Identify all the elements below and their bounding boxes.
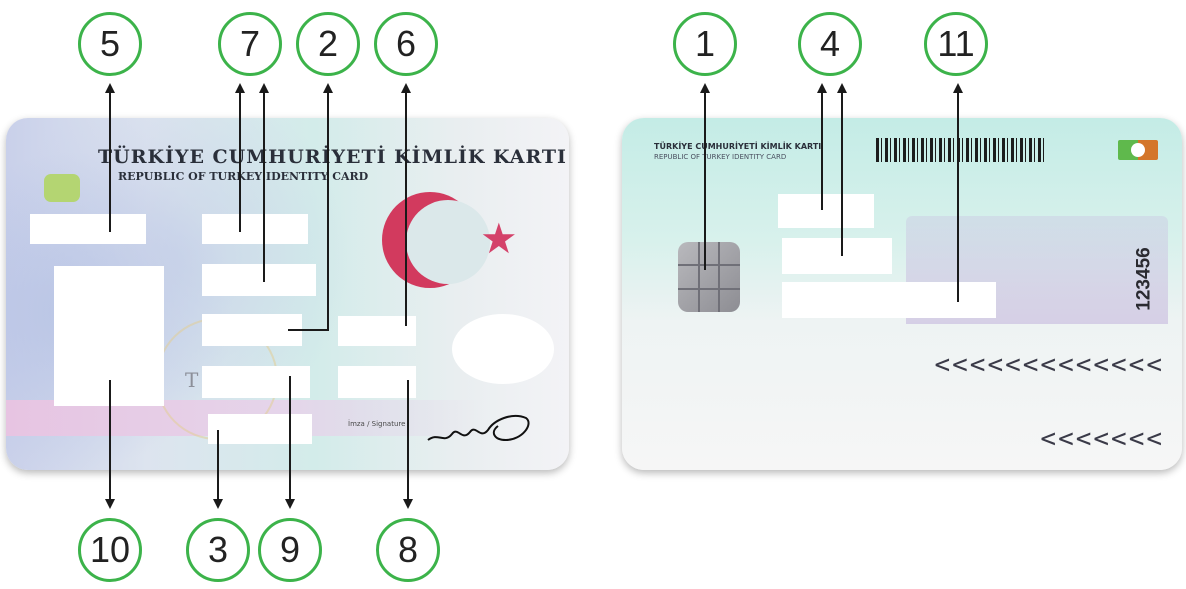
barcode — [876, 138, 1046, 162]
field-2-box — [202, 314, 302, 346]
mrz-line-2: <<<<<<< — [1040, 424, 1164, 454]
field-3-box — [208, 414, 312, 444]
callout-2: 2 — [296, 12, 360, 76]
field-7b-box — [202, 264, 316, 296]
field-5-box — [30, 214, 146, 244]
secondary-photo-window — [452, 314, 554, 384]
callout-7: 7 — [218, 12, 282, 76]
field-8-box — [338, 366, 416, 398]
field-11-box — [782, 282, 996, 318]
id-card-front: TÜRKİYE CUMHURİYETİ KİMLİK KARTI REPUBLI… — [6, 118, 569, 470]
signature-label: İmza / Signature — [348, 420, 406, 428]
front-title-english: REPUBLIC OF TURKEY IDENTITY CARD — [118, 170, 369, 183]
id-card-back: TÜRKİYE CUMHURİYETİ KİMLİK KARTI REPUBLI… — [622, 118, 1182, 470]
callout-4: 4 — [798, 12, 862, 76]
back-title-turkish: TÜRKİYE CUMHURİYETİ KİMLİK KARTI — [654, 142, 822, 151]
callout-6: 6 — [374, 12, 438, 76]
callout-1: 1 — [673, 12, 737, 76]
field-6-box — [338, 316, 416, 346]
mrz-line-1: <<<<<<<<<<<<< — [934, 350, 1164, 380]
field-4-box — [778, 194, 874, 228]
callout-9: 9 — [258, 518, 322, 582]
photo-box — [54, 266, 164, 406]
field-7-box — [202, 214, 308, 244]
callout-3: 3 — [186, 518, 250, 582]
front-title-turkish: TÜRKİYE CUMHURİYETİ KİMLİK KARTI — [98, 146, 567, 168]
field-4b-box — [782, 238, 892, 274]
sim-chip — [678, 242, 740, 312]
field-9-box — [202, 366, 310, 398]
ghost-letter: T — [185, 368, 199, 392]
callout-11: 11 — [924, 12, 988, 76]
signature — [427, 414, 530, 442]
star-emblem: ★ — [480, 214, 518, 263]
serial-number: 123456 — [1133, 247, 1155, 311]
callout-8: 8 — [376, 518, 440, 582]
hologram-chip — [44, 174, 80, 202]
back-title-english: REPUBLIC OF TURKEY IDENTITY CARD — [654, 153, 787, 161]
callout-10: 10 — [78, 518, 142, 582]
callout-5: 5 — [78, 12, 142, 76]
